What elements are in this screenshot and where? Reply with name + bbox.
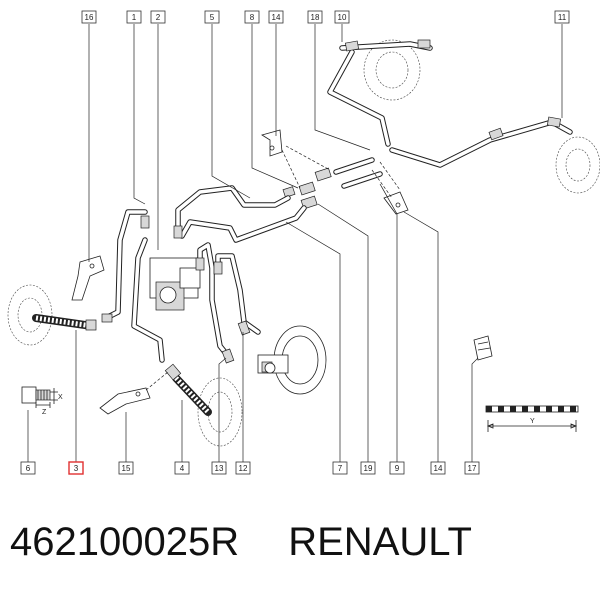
callout-17: 17 [464, 461, 480, 475]
dim-label-x: X [58, 394, 63, 401]
callouts-top: 16 1 2 5 8 14 18 10 11 [81, 10, 570, 24]
flexible-hose-4 [164, 363, 212, 416]
rear-wheel-drum-right [555, 136, 600, 194]
callout-18: 18 [307, 10, 323, 24]
brake-pipe-diagram: X Z Y 16 1 [7, 10, 600, 475]
callout-13: 13 [211, 461, 227, 475]
callout-15: 15 [118, 461, 134, 475]
svg-text:14: 14 [272, 13, 281, 22]
svg-text:12: 12 [239, 464, 248, 473]
callout-4: 4 [174, 461, 190, 475]
part-footer: 462100025R RENAULT [10, 517, 590, 567]
callout-9: 9 [389, 461, 405, 475]
svg-text:14: 14 [434, 464, 443, 473]
callouts-bottom: 6 3 15 4 13 12 7 19 9 14 17 [20, 461, 480, 475]
bracket-16 [71, 255, 105, 301]
svg-text:17: 17 [468, 464, 477, 473]
callout-12: 12 [235, 461, 251, 475]
rear-wheel-drum-top [363, 39, 421, 101]
abs-hydraulic-unit [149, 257, 201, 311]
callout-6: 6 [20, 461, 36, 475]
callout-7: 7 [332, 461, 348, 475]
callout-3-highlighted: 3 [68, 461, 84, 475]
svg-text:19: 19 [364, 464, 373, 473]
leader-lines [27, 24, 563, 462]
callout-10: 10 [334, 10, 350, 24]
svg-text:18: 18 [311, 13, 320, 22]
dim-label-z: Z [42, 409, 47, 416]
clip-17 [473, 335, 493, 361]
svg-text:6: 6 [26, 464, 31, 473]
callout-14-bottom: 14 [430, 461, 446, 475]
brand-name: RENAULT [288, 520, 472, 564]
callout-8: 8 [244, 10, 260, 24]
bracket-14-right [383, 191, 409, 215]
svg-text:7: 7 [338, 464, 343, 473]
banjo-bolt-6: X Z [21, 386, 63, 416]
bracket-15 [99, 387, 151, 415]
brake-servo-booster [257, 325, 327, 395]
callout-5: 5 [204, 10, 220, 24]
front-left-disc [7, 284, 53, 346]
callout-14-top: 14 [268, 10, 284, 24]
svg-text:1: 1 [132, 13, 137, 22]
svg-text:3: 3 [74, 464, 79, 473]
dim-label-y: Y [530, 418, 535, 425]
svg-text:16: 16 [85, 13, 94, 22]
svg-text:5: 5 [210, 13, 215, 22]
svg-text:15: 15 [122, 464, 131, 473]
scale-ruler: Y [485, 405, 579, 432]
svg-text:11: 11 [558, 13, 567, 22]
callout-16: 16 [81, 10, 97, 24]
callout-11: 11 [554, 10, 570, 24]
part-number: 462100025R [10, 520, 240, 564]
pipe-12 [215, 253, 261, 335]
callout-1: 1 [126, 10, 142, 24]
svg-text:10: 10 [338, 13, 347, 22]
callout-2: 2 [150, 10, 166, 24]
svg-text:9: 9 [395, 464, 400, 473]
bracket-14-top [261, 129, 283, 157]
flexible-hose-3 [32, 314, 97, 331]
callout-19: 19 [360, 461, 376, 475]
svg-text:8: 8 [250, 13, 255, 22]
svg-text:13: 13 [215, 464, 224, 473]
svg-text:2: 2 [156, 13, 161, 22]
svg-text:4: 4 [180, 464, 185, 473]
